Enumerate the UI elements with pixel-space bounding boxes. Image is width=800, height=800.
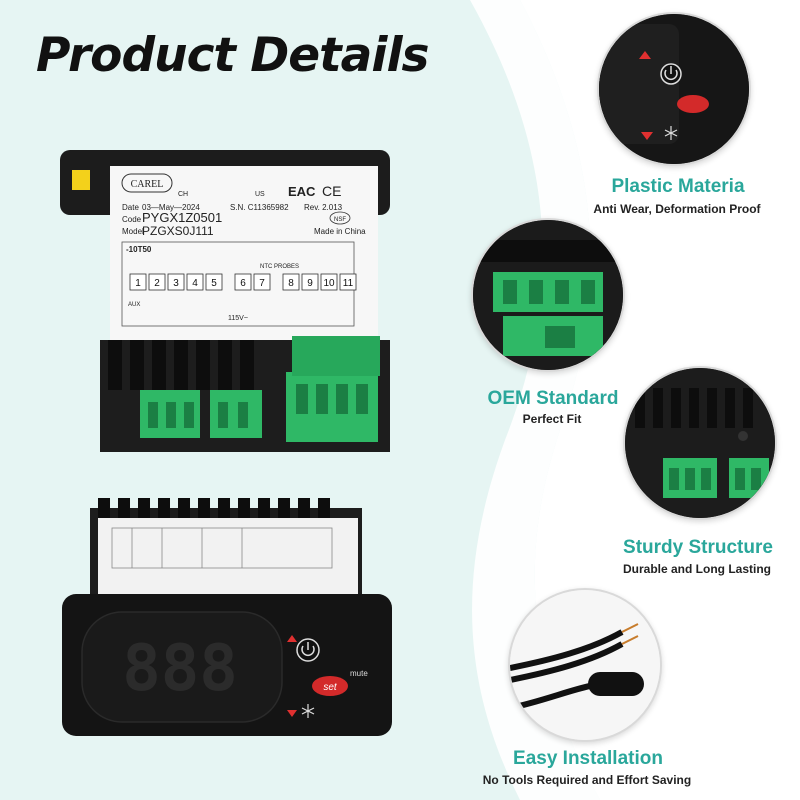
date-label: Date <box>122 203 139 212</box>
terminal-number: 11 <box>343 278 354 289</box>
controller-front-photo: 888 mute set <box>62 498 392 736</box>
controller-rear-photo: CAREL CH US EAC CE Date 03—May—2024 S.N.… <box>60 150 390 452</box>
date-value: 03—May—2024 <box>142 203 200 212</box>
feature-subtitle-1: Anti Wear, Deformation Proof <box>593 202 761 216</box>
terminal-number: 2 <box>154 278 160 289</box>
nsf-mark: NSF <box>334 217 346 223</box>
terminal-number: 3 <box>173 278 179 289</box>
revision: Rev. 2.013 <box>304 203 343 212</box>
set-button-icon[interactable]: set <box>312 676 348 696</box>
terminal-box <box>339 273 357 291</box>
us-mark: US <box>255 191 265 198</box>
feature-subtitle-2: Perfect Fit <box>522 412 582 426</box>
feature-circle-plastic <box>597 12 751 166</box>
terminal-strip: 1 2 3 4 5 6 7 8 9 10 11 <box>129 273 357 291</box>
code-label: Code <box>122 215 142 224</box>
terminal-box <box>234 273 252 291</box>
terminal-number: 5 <box>211 278 217 289</box>
aux-label: AUX <box>128 302 140 308</box>
model-label: Model <box>122 227 144 236</box>
terminal-box <box>301 273 319 291</box>
feature-circle-structure <box>623 366 777 520</box>
ntc-probes-label: NTC PROBES <box>260 264 299 270</box>
brand-logo: CAREL <box>131 179 164 190</box>
terminal-box <box>186 273 204 291</box>
feature-subtitle-4: No Tools Required and Effort Saving <box>482 773 692 787</box>
terminal-box <box>167 273 185 291</box>
terminal-box <box>282 273 300 291</box>
terminal-number: 10 <box>323 278 335 289</box>
terminal-number: 1 <box>135 278 141 289</box>
voltage-label: 115V~ <box>228 315 248 322</box>
terminal-box <box>205 273 223 291</box>
green-terminal-blocks <box>140 336 380 442</box>
terminal-number: 9 <box>307 278 313 289</box>
down-arrow-icon[interactable] <box>287 710 297 717</box>
terminal-box <box>320 273 338 291</box>
code-value: PYGX1Z0501 <box>142 210 222 225</box>
terminal-box <box>253 273 271 291</box>
ce-mark: CE <box>322 183 341 199</box>
feature-title-2: OEM Standard <box>487 388 619 409</box>
defrost-icon[interactable] <box>301 704 315 718</box>
terminal-number: 6 <box>240 278 246 289</box>
feature-title-3: Sturdy Structure <box>623 537 773 558</box>
power-icon[interactable] <box>296 638 320 662</box>
mute-label: mute <box>350 669 368 678</box>
seven-segment-display: 888 <box>122 632 238 706</box>
terminal-number: 4 <box>192 278 198 289</box>
feature-title-1: Plastic Materia <box>611 176 745 197</box>
page-title: Product Details <box>36 28 430 83</box>
set-label: set <box>323 682 338 693</box>
made-in: Made in China <box>314 227 366 236</box>
yellow-clip <box>72 170 90 190</box>
terminal-box <box>148 273 166 291</box>
feature-circle-oem <box>471 218 625 372</box>
feature-title-4: Easy Installation <box>513 748 663 769</box>
up-arrow-icon[interactable] <box>287 635 297 642</box>
terminal-number: 8 <box>288 278 294 289</box>
terminal-box <box>129 273 147 291</box>
feature-circle-installation <box>508 588 662 742</box>
serial-number: S.N. C11365982 <box>230 203 289 212</box>
terminal-number: 7 <box>259 278 265 289</box>
eac-mark: EAC <box>288 184 316 199</box>
feature-subtitle-3: Durable and Long Lasting <box>622 562 771 576</box>
model-value: PZGXS0J111 <box>142 224 214 238</box>
ntc-range: -10T50 <box>126 245 152 254</box>
ch-label: CH <box>178 191 188 198</box>
